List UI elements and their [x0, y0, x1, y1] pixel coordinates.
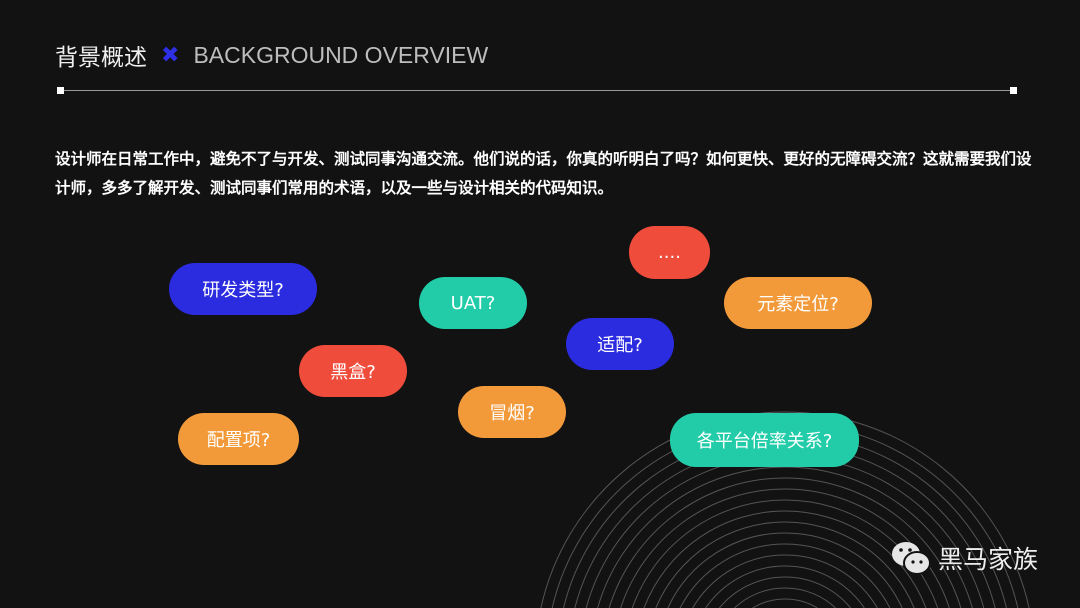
ring	[655, 521, 915, 608]
bubble-uat: UAT?	[419, 277, 527, 329]
ring	[692, 554, 878, 608]
title-cn: 背景概述	[55, 45, 147, 71]
page-title: 背景概述 ✖ BACKGROUND OVERVIEW	[55, 38, 488, 72]
title-en: BACKGROUND OVERVIEW	[193, 41, 489, 68]
divider	[60, 90, 1014, 91]
bubble-element-position: 元素定位?	[724, 277, 872, 329]
ring	[608, 477, 962, 608]
ring	[705, 565, 865, 608]
ring	[734, 587, 836, 608]
bubble-adaptation: 适配?	[566, 318, 674, 370]
ring	[679, 543, 891, 608]
divider-end-left	[57, 87, 64, 94]
divider-end-right	[1010, 87, 1017, 94]
bubble-blackbox: 黑盒?	[299, 345, 407, 397]
bubble-smoke: 冒烟?	[458, 386, 566, 438]
ring	[574, 444, 996, 608]
ring	[643, 510, 927, 608]
wechat-icon	[892, 542, 931, 575]
brand-logo: 黑马家族	[890, 540, 1038, 576]
bubble-config-item: 配置项?	[178, 413, 299, 465]
ring	[540, 411, 1030, 608]
ring	[667, 532, 903, 608]
ring	[752, 598, 818, 608]
ring	[585, 455, 985, 608]
intro-paragraph: 设计师在日常工作中，避免不了与开发、测试同事沟通交流。他们说的话，你真的听明白了…	[55, 150, 1032, 197]
cross-icon: ✖	[161, 42, 180, 68]
bubble-rd-type: 研发类型?	[169, 263, 317, 315]
ring	[718, 576, 852, 608]
bubble-platform-ratio: 各平台倍率关系?	[670, 413, 859, 467]
brand-name: 黑马家族	[938, 545, 1039, 574]
bubble-ellipsis: ....	[629, 226, 710, 279]
